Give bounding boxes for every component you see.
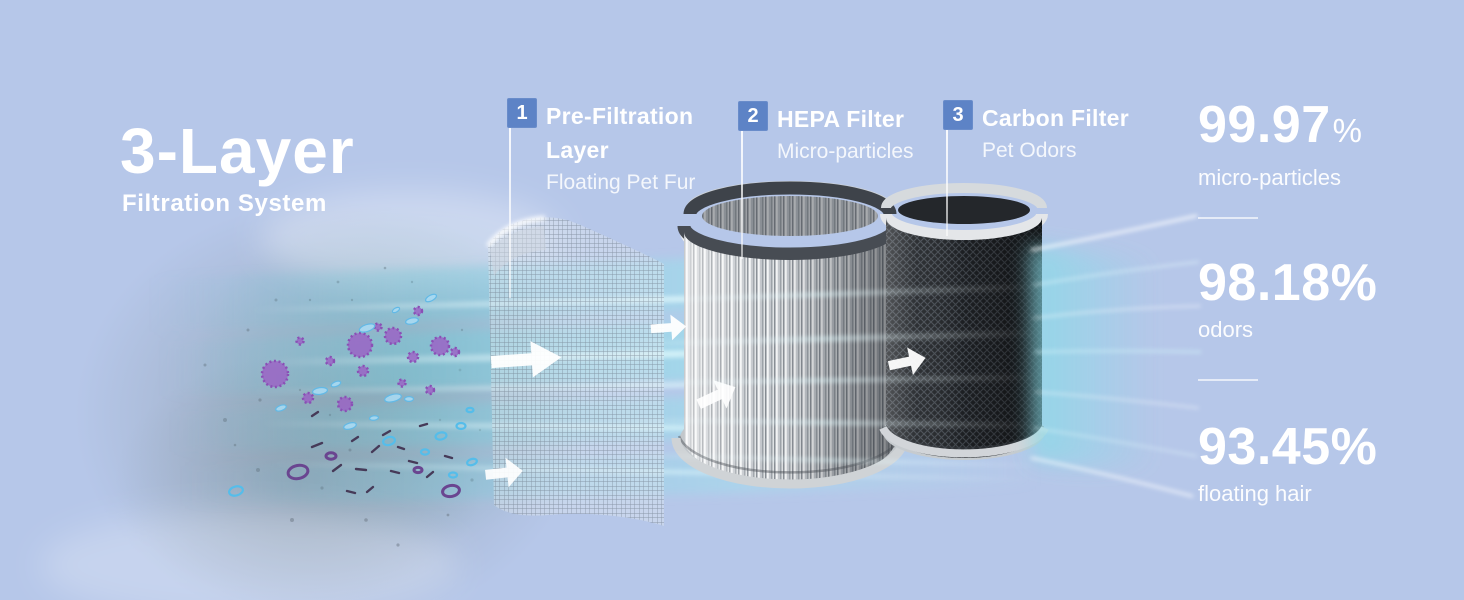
callout-connector-line-2 — [741, 131, 743, 259]
stat-divider — [1198, 217, 1258, 219]
stat-value: 99.97% — [1198, 99, 1363, 156]
stat-number: 99.97 — [1198, 96, 1331, 154]
stat-label: micro-particles — [1198, 165, 1342, 190]
layer-3-description: Pet Odors — [982, 139, 1077, 162]
stat-number: 98.18 — [1198, 254, 1331, 312]
clean-air-streaks — [1030, 214, 1202, 498]
layer-1-number-badge: 1 — [507, 98, 537, 128]
callout-pre-filtration-layer: 1 Pre-Filtration Layer Floating Pet Fur — [507, 98, 695, 197]
hepa-filter-graphic — [671, 181, 909, 489]
stat-micro-particles: 99.97% micro-particles — [1198, 99, 1363, 191]
layer-1-name-line-1: Pre-Filtration — [546, 103, 694, 129]
callout-text: Pre-Filtration Layer Floating Pet Fur — [546, 98, 695, 197]
callout-carbon-filter: 3 Carbon Filter Pet Odors — [943, 100, 1129, 165]
stat-odors: 98.18% odors — [1198, 257, 1377, 343]
percent-sign: % — [1332, 112, 1363, 149]
callout-hepa-filter: 2 HEPA Filter Micro-particles — [738, 101, 914, 166]
layer-2-name: HEPA Filter — [777, 106, 905, 132]
layer-1-description: Floating Pet Fur — [546, 171, 696, 194]
particles-graphic — [228, 293, 478, 499]
layer-3-name: Carbon Filter — [982, 105, 1130, 131]
callout-connector-line-1 — [509, 128, 511, 298]
page-title: 3-Layer Filtration System — [120, 118, 355, 218]
pre-filter-mesh-graphic — [486, 215, 664, 526]
layer-1-name-line-2: Layer — [546, 137, 609, 163]
air-stream-overlay — [599, 284, 1041, 468]
layer-3-number-badge: 3 — [943, 100, 973, 130]
stat-divider — [1198, 379, 1258, 381]
percent-sign: % — [1330, 418, 1378, 476]
title-main: 3-Layer — [120, 115, 355, 187]
virus-particles — [260, 305, 461, 413]
stat-label: odors — [1198, 317, 1254, 342]
title-subtitle: Filtration System — [122, 190, 327, 217]
stat-value: 98.18% — [1198, 257, 1377, 309]
stat-floating-hair: 93.45% floating hair — [1198, 421, 1377, 507]
percent-sign: % — [1330, 254, 1378, 312]
layer-2-number-badge: 2 — [738, 101, 768, 131]
microbe-ovals — [275, 293, 438, 430]
blue-ring-particles — [228, 406, 478, 497]
carbon-filter-graphic — [879, 183, 1049, 460]
callout-text: Carbon Filter Pet Odors — [982, 100, 1129, 165]
stat-value: 93.45% — [1198, 421, 1377, 473]
callout-text: HEPA Filter Micro-particles — [777, 101, 914, 166]
purple-ring-particles — [286, 451, 461, 499]
stat-number: 93.45 — [1198, 418, 1331, 476]
callout-connector-line-3 — [946, 130, 948, 236]
layer-2-description: Micro-particles — [777, 140, 914, 163]
stat-label: floating hair — [1198, 481, 1312, 506]
debris-particles — [310, 410, 454, 495]
